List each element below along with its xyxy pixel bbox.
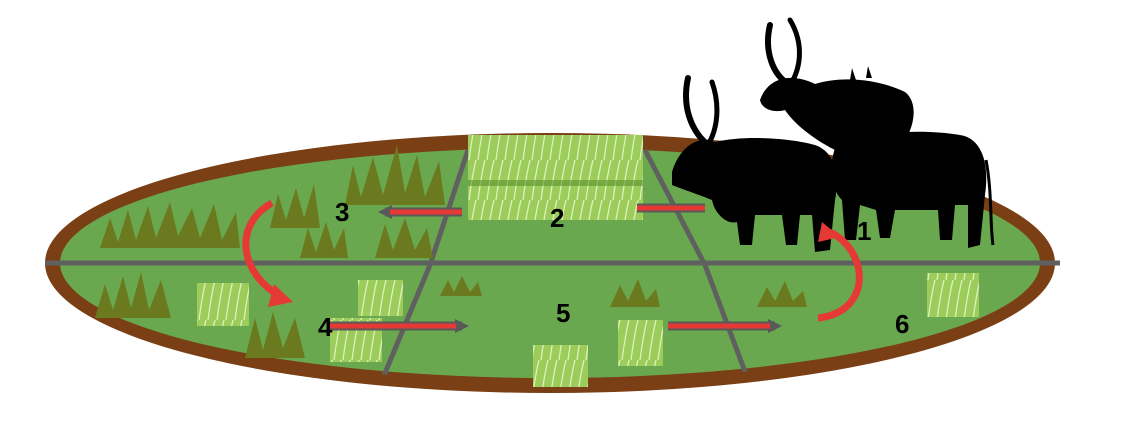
grass-tuft-icon xyxy=(610,279,660,307)
paddock-label-3: 3 xyxy=(335,197,349,227)
grass-tuft-icon xyxy=(100,202,240,248)
cattle-silhouette-icon xyxy=(831,131,995,248)
grass-tuft-icon xyxy=(270,184,320,228)
fresh-grass-patch-icon xyxy=(358,280,403,316)
cattle-silhouette-icon xyxy=(760,17,914,150)
paddock-label-5: 5 xyxy=(556,298,570,328)
cattle-herd xyxy=(672,17,995,252)
fresh-grass-patch-icon xyxy=(533,345,588,387)
rotation-arrow-icon xyxy=(817,222,863,322)
paddock-labels: 1 2 3 4 5 6 xyxy=(318,197,909,342)
fresh-grass-patches xyxy=(197,135,979,387)
paddock-label-1: 1 xyxy=(857,216,871,246)
grass-tuft-icon xyxy=(757,281,807,307)
rotation-arrow-icon xyxy=(242,199,293,307)
grass-tuft-icon xyxy=(245,312,305,358)
cattle-silhouette-icon xyxy=(672,75,837,252)
fresh-grass-patch-icon xyxy=(468,135,643,220)
paddock-label-4: 4 xyxy=(318,312,333,342)
grass-tuft-icon xyxy=(375,218,433,258)
paddock-label-2: 2 xyxy=(550,203,564,233)
grass-tuft-icon xyxy=(300,222,348,258)
fresh-grass-patch-icon xyxy=(197,283,249,326)
fresh-grass-patch-icon xyxy=(618,320,663,366)
grass-tuft-icon xyxy=(345,145,445,205)
fresh-grass-patch-icon xyxy=(927,273,979,317)
paddock-label-6: 6 xyxy=(895,309,909,339)
tall-grass-tufts xyxy=(95,145,807,358)
grass-tuft-icon xyxy=(440,276,482,296)
rotation-arrows xyxy=(242,199,863,333)
grass-tuft-icon xyxy=(95,272,171,318)
